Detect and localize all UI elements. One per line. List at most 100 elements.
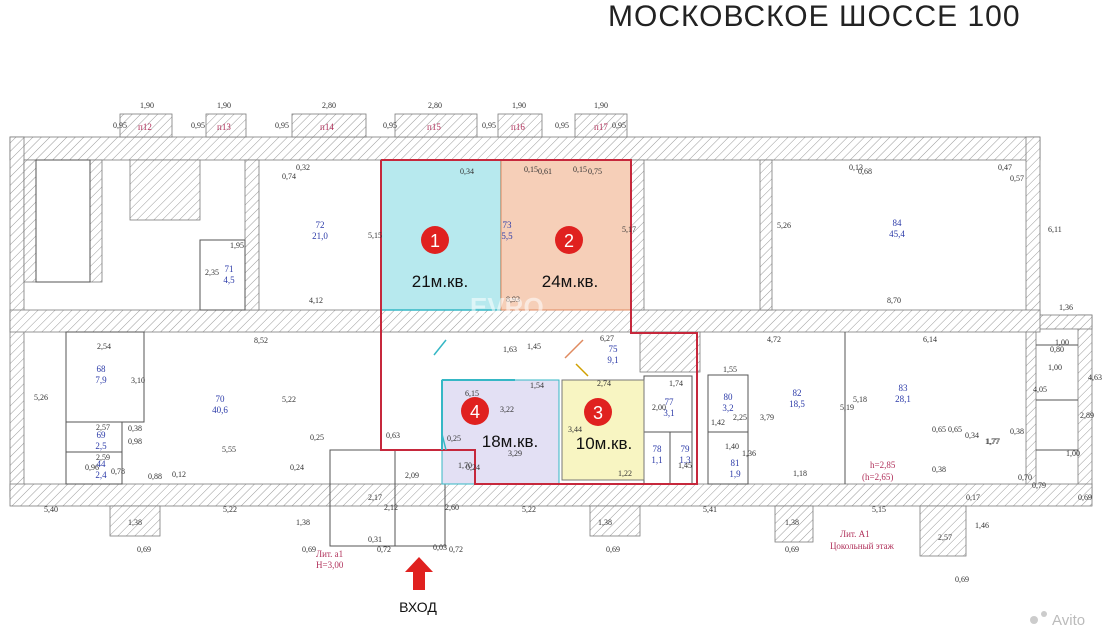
building-notes: h=2,85 (h=2,65) Лит. А1 Цокольный этаж Л… xyxy=(316,460,896,570)
dimension-label: 0,74 xyxy=(282,172,296,181)
lit-a1-sublabel: Цокольный этаж xyxy=(830,541,895,551)
dimension-label: 3,79 xyxy=(760,413,774,422)
dimension-label: 0,69 xyxy=(955,575,969,584)
plan-title: МОСКОВСКОЕ ШОССЕ 100 xyxy=(608,0,1021,33)
dimension-label: 2,17 xyxy=(368,493,382,502)
window-width: 2,80 xyxy=(428,101,442,110)
room-number: 81 xyxy=(731,458,740,468)
dimension-label: 2,57 xyxy=(96,423,110,432)
room-area: 2,4 xyxy=(95,470,107,480)
unit-number: 3 xyxy=(593,403,603,423)
dimension-label: 3,22 xyxy=(500,405,514,414)
room-area: 7,9 xyxy=(95,375,107,385)
dimension-label: 2,25 xyxy=(733,413,747,422)
room-area: 1,3 xyxy=(679,455,691,465)
dimension-label: 0,95 xyxy=(482,121,496,130)
room-number: 68 xyxy=(97,364,107,374)
window-width: 2,80 xyxy=(322,101,336,110)
unit-badge-4 xyxy=(461,397,489,425)
dimension-label: 1,70 xyxy=(458,461,472,470)
dimension-label: 2,59 xyxy=(96,453,110,462)
dimension-label: 1,77 xyxy=(985,437,999,446)
room-number: 69 xyxy=(97,430,107,440)
room-area: 4,5 xyxy=(223,275,235,285)
window-width: 1,90 xyxy=(217,101,231,110)
dimension-label: 1,74 xyxy=(669,379,683,388)
dimension-label: 1,00 xyxy=(1048,363,1062,372)
dimension-label: 5,15 xyxy=(872,505,886,514)
unit-badge-2 xyxy=(555,226,583,254)
room-number: 44 xyxy=(97,459,107,469)
dimension-label: 6,27 xyxy=(600,334,614,343)
dimension-label: 0,61 xyxy=(538,167,552,176)
window-tags: п12 п13 п14 п15 п16 п17 1,90 1,90 2,80 2… xyxy=(138,101,608,132)
room-area: 28,1 xyxy=(895,394,911,404)
dimension-label: 1,18 xyxy=(793,469,807,478)
dimension-label: 5,17 xyxy=(622,225,636,234)
dimension-label: 5,22 xyxy=(223,505,237,514)
room-number: 83 xyxy=(899,383,909,393)
walls xyxy=(9,113,1093,557)
room-number: 79 xyxy=(681,444,691,454)
unit-badges: 1 21м.кв. 2 24м.кв. 3 10м.кв. 4 18м.кв. xyxy=(412,226,632,453)
dimension-label: 3,29 xyxy=(508,449,522,458)
dimension-label: 5,40 xyxy=(44,505,58,514)
window-tag: п15 xyxy=(427,122,441,132)
dimension-label: 0,70 xyxy=(1018,473,1032,482)
window-width: 1,90 xyxy=(512,101,526,110)
dimension-label: 0,69 xyxy=(137,545,151,554)
dimension-label: 0,03 xyxy=(433,543,447,552)
window-tag: п17 xyxy=(594,122,608,132)
room-area: 9,1 xyxy=(607,355,618,365)
dimension-label: 1,95 xyxy=(230,241,244,250)
dimension-label: 0,80 xyxy=(1050,345,1064,354)
dimension-label: 2,74 xyxy=(597,379,611,388)
dimension-label: 5,26 xyxy=(777,221,791,230)
unit-area-label: 21м.кв. xyxy=(412,272,469,291)
dimension-label: 1,63 xyxy=(503,345,517,354)
dimension-label: 3,44 xyxy=(568,425,582,434)
dimension-label: 0,95 xyxy=(113,121,127,130)
dimension-label: 5,26 xyxy=(34,393,48,402)
dimension-label: 0,69 xyxy=(1078,493,1092,502)
dimension-label: 6,11 xyxy=(1048,225,1062,234)
room-area: 3,1 xyxy=(663,408,674,418)
dimension-label: 0,88 xyxy=(148,472,162,481)
avito-logo: Avito xyxy=(1030,611,1085,629)
dimension-label: 1,54 xyxy=(530,381,544,390)
lit-a1-small-label: Лит. а1 xyxy=(316,549,343,559)
dimension-label: 0,32 xyxy=(296,163,310,172)
dimension-label: 0,38 xyxy=(1010,427,1024,436)
dimension-label: 0,95 xyxy=(555,121,569,130)
unit-area-label: 24м.кв. xyxy=(542,272,599,291)
unit-badge-1 xyxy=(421,226,449,254)
dimension-label: 2,54 xyxy=(97,342,111,351)
window-tag: п12 xyxy=(138,122,152,132)
dimension-label: 1,45 xyxy=(527,342,541,351)
room-number: 75 xyxy=(609,344,619,354)
dimension-label: 0,24 xyxy=(290,463,304,472)
dimension-label: 0,69 xyxy=(302,545,316,554)
dimension-label: 5,41 xyxy=(703,505,717,514)
dimension-label: 4,63 xyxy=(1088,373,1102,382)
dimension-label: 0,96 xyxy=(85,463,99,472)
dimension-label: 0,12 xyxy=(172,470,186,479)
dimension-label: 0,34 xyxy=(965,431,979,440)
dimension-label: 4,12 xyxy=(309,296,323,305)
dimension-label: 0,95 xyxy=(275,121,289,130)
room-area: 3,2 xyxy=(722,403,733,413)
window-tag: п13 xyxy=(217,122,231,132)
dimension-label: 5,19 xyxy=(840,403,854,412)
dimension-label: 8,52 xyxy=(254,336,268,345)
dimension-label: 5,22 xyxy=(282,395,296,404)
dimension-label: 2,89 xyxy=(1080,411,1094,420)
room-area: 21,0 xyxy=(312,231,328,241)
dimension-label: 3,10 xyxy=(131,376,145,385)
dimension-labels: 0,95 0,95 0,95 0,95 0,95 0,95 0,95 0,74 … xyxy=(34,121,1102,584)
room-number: 73 xyxy=(503,220,513,230)
room-area: 45,4 xyxy=(889,229,905,239)
room-number: 78 xyxy=(653,444,663,454)
dimension-label: 0,15 xyxy=(524,165,538,174)
room-labels: 72 21,0 71 4,5 73 5,5 84 45,4 68 7,9 70 … xyxy=(95,218,911,480)
ceiling-height: h=2,85 xyxy=(870,460,896,470)
